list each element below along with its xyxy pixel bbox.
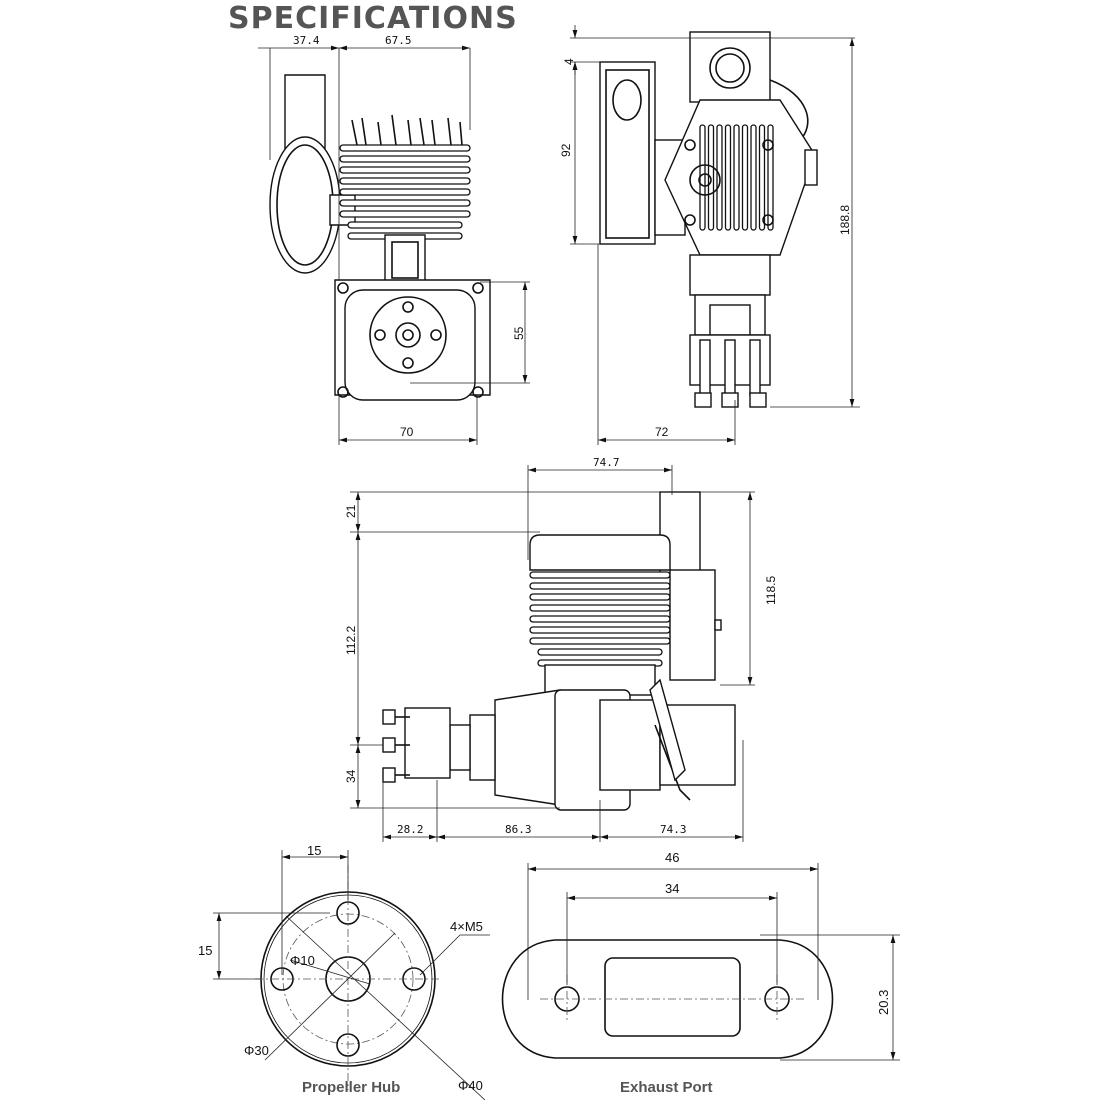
propeller-hub-drawing: [255, 865, 490, 1100]
dim-74-3: 74.3: [660, 823, 687, 836]
dim-55: 55: [512, 326, 526, 340]
front-view-dimensions: 74.7 21 112.2 34 118.5 28.2 86.3 74.3: [344, 456, 778, 842]
dim-74-7: 74.7: [593, 456, 620, 469]
dim-112-2: 112.2: [344, 626, 358, 655]
exhaust-port-dimensions: 46 34 20.3 Exhaust Port: [527, 850, 900, 1096]
cooling-fin: [339, 210, 471, 218]
bolt-spec-label: 4×M5: [450, 919, 483, 934]
dim-28-2: 28.2: [397, 823, 424, 836]
rear-view-engine: [599, 31, 818, 408]
exhaust-port-drawing: [501, 939, 834, 1059]
dim-86-3: 86.3: [505, 823, 532, 836]
cooling-fin: [339, 166, 471, 174]
side-view-engine: [269, 74, 491, 401]
cooling-fin: [767, 124, 774, 231]
side-view-dimensions: 37.4 67.5 55 70: [258, 34, 530, 445]
dim-70: 70: [400, 425, 414, 439]
page-title: SPECIFICATIONS: [228, 1, 518, 36]
cooling-fin: [339, 144, 471, 152]
dim-67-5: 67.5: [385, 34, 412, 47]
rear-view-dimensions: 4 92 188.8 72: [559, 25, 860, 445]
dim-34-exhaust: 34: [665, 881, 679, 896]
cooling-fin: [339, 155, 471, 163]
cooling-fin: [339, 188, 471, 196]
cooling-fin: [733, 124, 740, 231]
dim-118-5: 118.5: [764, 576, 778, 605]
dim-15-horizontal: 15: [307, 843, 321, 858]
cooling-fin: [741, 124, 749, 231]
dim-92: 92: [559, 143, 573, 157]
cooling-fin: [339, 177, 471, 185]
cooling-fin: [758, 124, 766, 231]
dim-15-vertical: 15: [198, 943, 212, 958]
cooling-fin: [699, 124, 706, 231]
cooling-fin: [529, 593, 671, 601]
dim-37-4: 37.4: [293, 34, 320, 47]
dim-21: 21: [344, 504, 358, 518]
dim-20-3: 20.3: [876, 990, 891, 1015]
propeller-hub-caption: Propeller Hub: [302, 1079, 400, 1096]
cooling-fin: [529, 571, 671, 579]
dim-4: 4: [562, 58, 576, 65]
dim-46: 46: [665, 850, 679, 865]
dim-34-front: 34: [344, 769, 358, 783]
cooling-fin: [724, 124, 732, 231]
cooling-fin: [529, 626, 671, 634]
cooling-fin: [347, 221, 463, 229]
diameter-40-label: Φ40: [458, 1078, 483, 1093]
cooling-fin: [537, 648, 663, 656]
cooling-fin: [339, 199, 471, 207]
front-view-engine: [382, 491, 736, 811]
diameter-30-label: Φ30: [244, 1043, 269, 1058]
diameter-10-label: Φ10: [290, 953, 315, 968]
cooling-fin: [529, 637, 671, 645]
dim-72: 72: [655, 425, 669, 439]
cooling-fin: [529, 615, 671, 623]
cooling-fin: [529, 582, 671, 590]
dim-188-8: 188.8: [838, 205, 852, 235]
cooling-fin: [529, 604, 671, 612]
cooling-fin: [750, 124, 757, 231]
propeller-hub-dimensions: 15 15 4×M5 Φ10 Φ30 Φ40 Propeller Hub: [198, 843, 483, 1096]
exhaust-port-caption: Exhaust Port: [620, 1079, 713, 1096]
